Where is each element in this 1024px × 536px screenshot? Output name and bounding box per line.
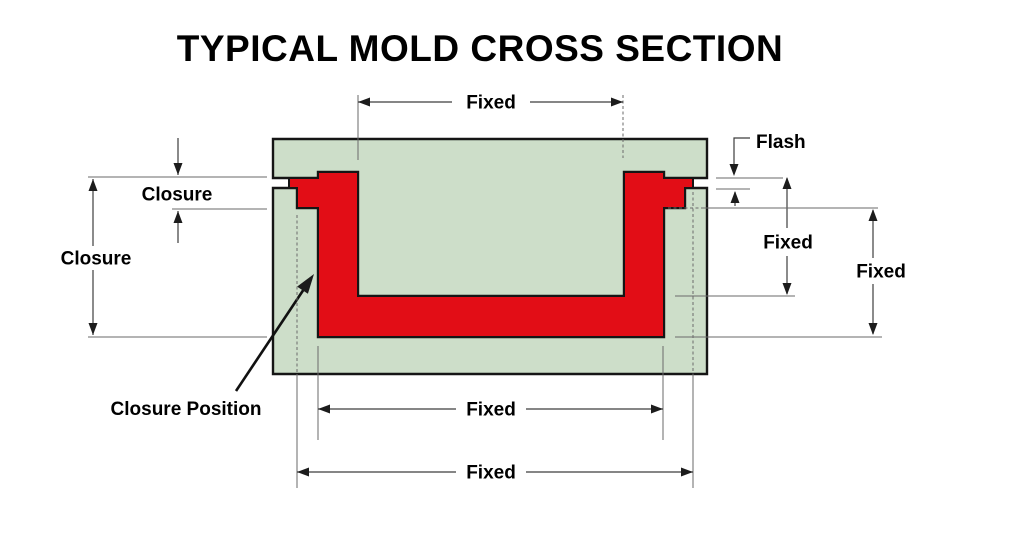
rubber-part-shape xyxy=(288,171,694,338)
diagram-title: TYPICAL MOLD CROSS SECTION xyxy=(177,28,783,69)
arrowhead-down-icon xyxy=(868,323,878,335)
arrowhead-up-icon xyxy=(173,211,183,223)
dim-flash: Flash xyxy=(716,132,806,206)
arrowhead-up-icon xyxy=(730,191,740,203)
arrowhead-left-icon xyxy=(318,404,330,414)
dim-label-top-cavity-width: Fixed xyxy=(466,93,516,114)
arrowhead-up-icon xyxy=(88,179,98,191)
dim-cavity-bottom-width: Fixed xyxy=(317,346,664,440)
dim-pot-depth: Fixed xyxy=(668,207,906,338)
arrowhead-up-icon xyxy=(782,177,792,189)
dim-label-cavity-bottom-width: Fixed xyxy=(466,400,516,421)
arrowhead-right-icon xyxy=(651,404,663,414)
arrowhead-left-icon xyxy=(297,467,309,477)
dim-label-pot-depth: Fixed xyxy=(856,262,906,283)
arrowhead-up-icon xyxy=(868,209,878,221)
dim-label-closure-gap: Closure xyxy=(142,185,213,206)
dim-mold-base-width: Fixed xyxy=(296,192,694,488)
dim-top-cavity-width: Fixed xyxy=(357,93,624,160)
annotation-closure-position: Closure Position xyxy=(111,274,314,420)
arrowhead-down-icon xyxy=(782,283,792,295)
dim-label-flash: Flash xyxy=(756,132,806,153)
arrowhead-down-icon xyxy=(88,323,98,335)
arrowhead-left-icon xyxy=(358,97,370,107)
arrowhead-down-icon xyxy=(173,163,183,175)
arrowhead-right-icon xyxy=(681,467,693,477)
dim-cavity-depth: Fixed xyxy=(675,177,813,297)
dim-label-mold-base-width: Fixed xyxy=(466,463,516,484)
flash-leader-line xyxy=(733,137,750,172)
annotation-label-closure-position: Closure Position xyxy=(111,399,262,420)
dim-label-closure-travel: Closure xyxy=(61,249,132,270)
dim-closure-gap: Closure xyxy=(88,138,267,243)
arrowhead-down-icon xyxy=(729,164,739,176)
closure-position-arrow-line xyxy=(234,285,308,392)
arrowhead-right-icon xyxy=(611,97,623,107)
dim-label-cavity-depth: Fixed xyxy=(763,233,813,254)
arrowhead-up-right-icon xyxy=(297,274,314,294)
dim-closure-travel: Closure xyxy=(61,179,267,338)
